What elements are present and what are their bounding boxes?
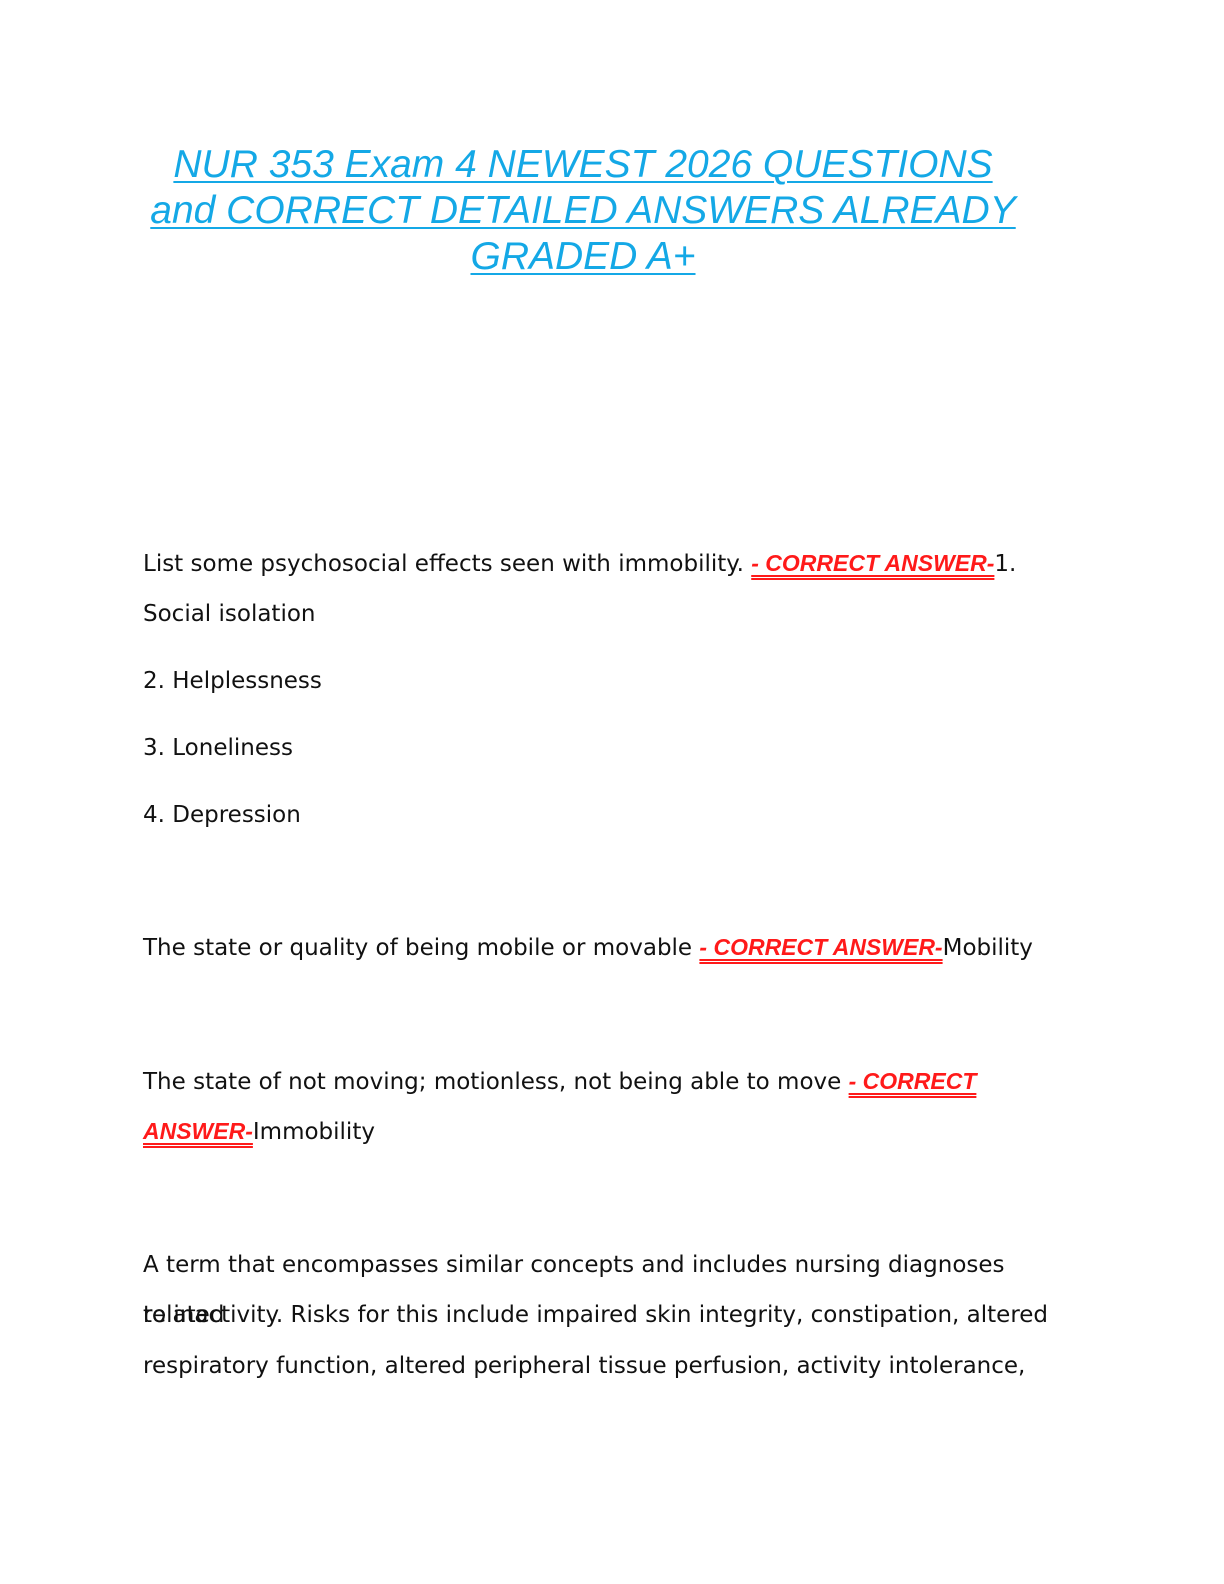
answer-3: ANSWER-Immobility — [143, 1106, 1083, 1157]
answer-1-text: Social isolation — [143, 601, 316, 627]
correct-answer-marker: - CORRECT ANSWER- — [751, 550, 995, 576]
answer-1-item-4: 4. Depression — [143, 802, 301, 828]
title-line-1: NUR 353 Exam 4 NEWEST 2026 QUESTIONS — [173, 143, 993, 186]
list-item: 2. Helplessness — [143, 656, 1083, 706]
question-1-text: List some psychosocial effects seen with… — [143, 551, 752, 577]
question-4-line-2: to inactivity. Risks for this include im… — [143, 1290, 1083, 1340]
correct-answer-marker: - CORRECT ANSWER- — [699, 934, 943, 960]
question-3-text: The state of not moving; motionless, not… — [143, 1069, 849, 1095]
question-4-line-1: A term that encompasses similar concepts… — [143, 1240, 1083, 1340]
answer-3-text: Immobility — [252, 1119, 375, 1145]
question-4-text-1: A term that encompasses similar concepts… — [143, 1252, 1005, 1328]
question-3: The state of not moving; motionless, not… — [143, 1056, 1083, 1107]
document-title: NUR 353 Exam 4 NEWEST 2026 QUESTIONS and… — [120, 142, 1046, 280]
question-4-line-3: respiratory function, altered peripheral… — [143, 1341, 1083, 1391]
question-4-text-3: respiratory function, altered peripheral… — [143, 1353, 1026, 1379]
correct-answer-marker-part-2: ANSWER- — [143, 1118, 253, 1144]
question-2-text: The state or quality of being mobile or … — [143, 935, 700, 961]
question-2: The state or quality of being mobile or … — [143, 922, 1083, 973]
answer-2-text: Mobility — [942, 935, 1033, 961]
correct-answer-marker-part-1: - CORRECT — [848, 1068, 977, 1094]
answer-1-continued: Social isolation — [143, 589, 1083, 639]
list-item: 4. Depression — [143, 790, 1083, 840]
question-1: List some psychosocial effects seen with… — [143, 538, 1083, 589]
answer-1-item-3: 3. Loneliness — [143, 735, 293, 761]
title-line-2: and CORRECT DETAILED ANSWERS ALREADY — [150, 189, 1016, 232]
answer-1-start: 1. — [994, 551, 1017, 577]
title-line-3: GRADED A+ — [470, 235, 696, 278]
question-4-text-2: to inactivity. Risks for this include im… — [143, 1302, 1049, 1328]
answer-1-item-2: 2. Helplessness — [143, 668, 322, 694]
list-item: 3. Loneliness — [143, 723, 1083, 773]
